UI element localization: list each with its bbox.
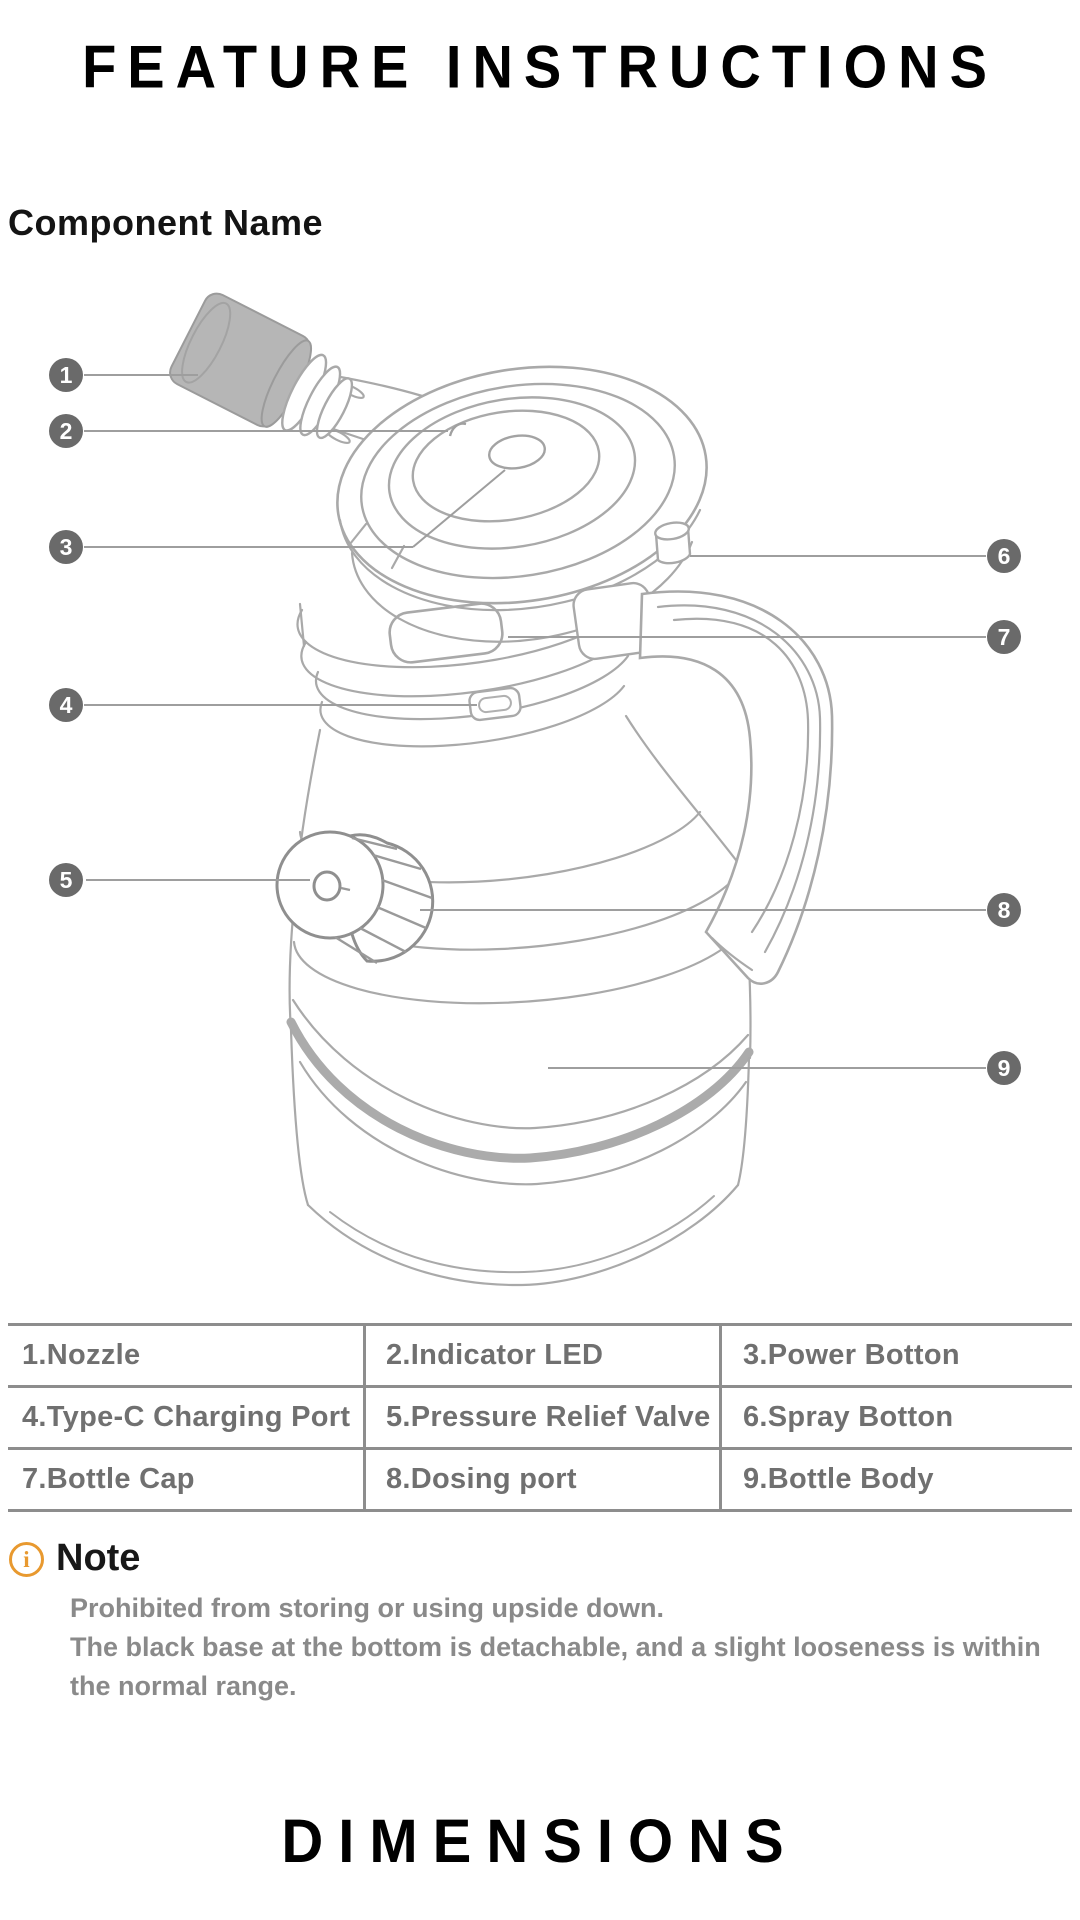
cell-typec-port: 4.Type-C Charging Port (22, 1401, 351, 1433)
cell-relief-valve: 5.Pressure Relief Valve (363, 1388, 719, 1447)
spray-button (654, 521, 692, 565)
sprayer-line-art (169, 292, 834, 1287)
note-body: Prohibited from storing or using upside … (70, 1589, 1060, 1706)
leader-lines (84, 374, 986, 1069)
svg-text:7: 7 (998, 624, 1011, 650)
section-heading-component-name: Component Name (8, 202, 324, 243)
table-row: 7.Bottle Cap 8.Dosing port 9.Bottle Body (8, 1447, 1072, 1509)
callout-1: 1 (49, 358, 83, 392)
cell-spray-button: 6.Spray Botton (719, 1388, 1072, 1447)
page-title: FEATURE INSTRUCTIONS (82, 32, 998, 101)
callout-7: 7 (987, 620, 1021, 654)
svg-text:8: 8 (998, 897, 1011, 923)
svg-text:2: 2 (60, 418, 73, 444)
svg-text:1: 1 (60, 362, 73, 388)
cell-power-button: 3.Power Botton (719, 1326, 1072, 1385)
svg-text:9: 9 (998, 1055, 1011, 1081)
handle (638, 590, 834, 985)
indicator-led-mark (448, 422, 467, 437)
svg-text:6: 6 (998, 543, 1011, 569)
cell-nozzle: 1.Nozzle (22, 1339, 141, 1371)
callout-6: 6 (987, 539, 1021, 573)
cell-indicator-led: 2.Indicator LED (363, 1326, 719, 1385)
dimensions-title: DIMENSIONS (281, 1807, 799, 1876)
note-line: The black base at the bottom is detachab… (70, 1632, 1041, 1662)
cell-bottle-cap: 7.Bottle Cap (22, 1463, 195, 1495)
callout-8: 8 (987, 893, 1021, 927)
power-button (488, 434, 546, 470)
note-line: Prohibited from storing or using upside … (70, 1593, 664, 1623)
svg-text:4: 4 (60, 692, 73, 718)
callout-badges: 1 2 3 4 5 6 7 8 9 (49, 358, 1021, 1085)
info-icon-glyph: i (23, 1546, 30, 1572)
callout-4: 4 (49, 688, 83, 722)
relief-valve-knob (275, 830, 435, 965)
table-row: 1.Nozzle 2.Indicator LED 3.Power Botton (8, 1326, 1072, 1385)
note-title: Note (56, 1537, 141, 1579)
table-row: 4.Type-C Charging Port 5.Pressure Relief… (8, 1385, 1072, 1447)
nozzle (169, 292, 354, 440)
component-table: 1.Nozzle 2.Indicator LED 3.Power Botton … (8, 1323, 1072, 1512)
cell-dosing-port: 8.Dosing port (363, 1450, 719, 1509)
cell-bottle-body: 9.Bottle Body (719, 1450, 1072, 1509)
note-line: the normal range. (70, 1671, 297, 1701)
callout-9: 9 (987, 1051, 1021, 1085)
callout-2: 2 (49, 414, 83, 448)
type-c-port (468, 686, 522, 722)
svg-text:3: 3 (60, 534, 73, 560)
info-icon: i (9, 1542, 44, 1577)
callout-3: 3 (49, 530, 83, 564)
callout-5: 5 (49, 863, 83, 897)
svg-text:5: 5 (60, 867, 73, 893)
